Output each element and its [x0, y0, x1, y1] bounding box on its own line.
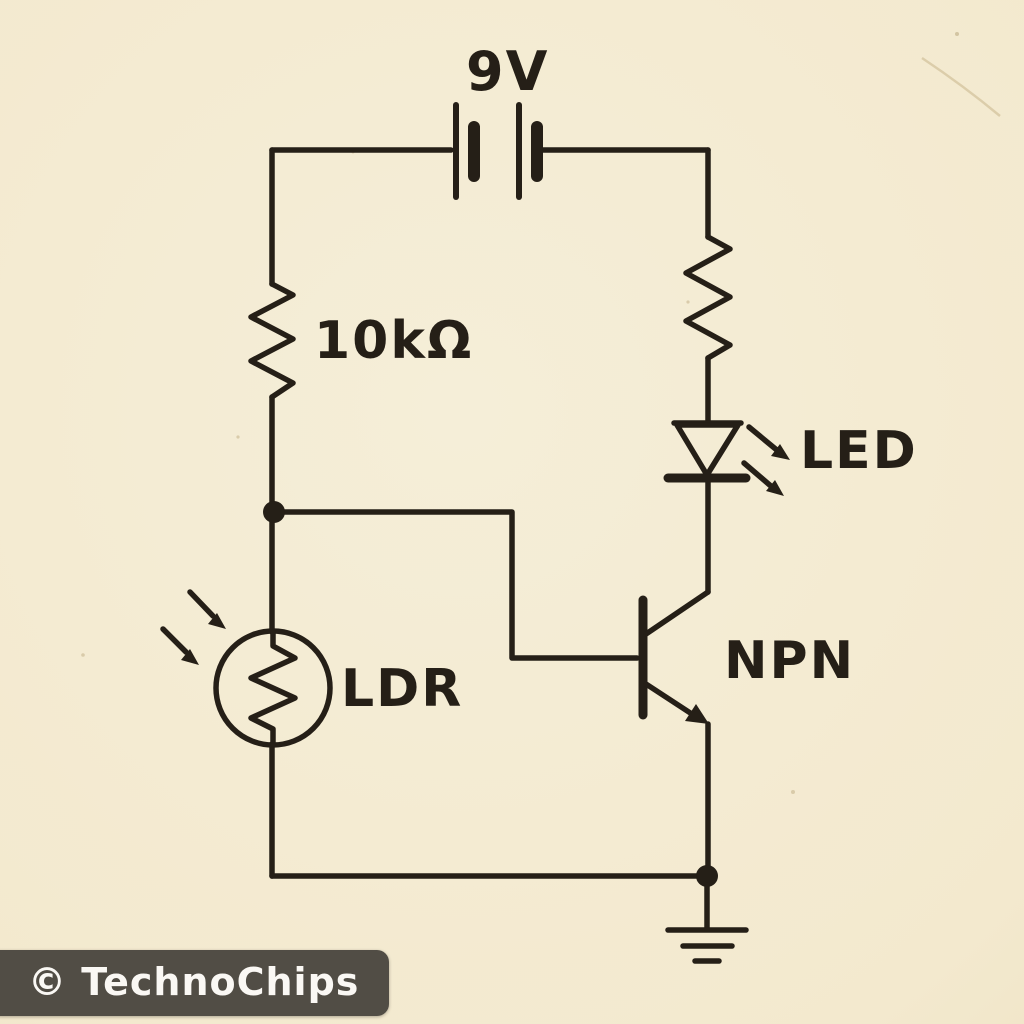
watermark-badge: © TechnoChips: [0, 950, 390, 1016]
base-resistor-zigzag: [248, 281, 296, 400]
ldr-light-arrow-1: [187, 589, 216, 619]
led-light-arrow-1: [746, 424, 781, 454]
ldr-zigzag: [248, 629, 298, 747]
wires: [263, 147, 718, 887]
transistor-label: NPN: [724, 631, 855, 691]
base-resistor-label: 10kΩ: [314, 311, 473, 371]
collector-resistor: [683, 234, 733, 361]
ldr-label: LDR: [341, 659, 463, 719]
junction-dot-bottom: [696, 865, 718, 887]
transistor-emitter-arrowhead: [685, 704, 709, 724]
base-resistor: 10kΩ: [248, 281, 473, 400]
battery-voltage-label: 9V: [466, 40, 549, 103]
led: LED: [663, 420, 918, 496]
led-light-arrowhead-1: [771, 444, 790, 460]
battery: 9V: [453, 40, 549, 200]
led-label: LED: [800, 421, 918, 481]
transistor: NPN: [638, 589, 855, 724]
wire-base-network: [271, 509, 640, 661]
ldr-light-arrow-2: [160, 626, 189, 655]
watermark-text: © TechnoChips: [28, 960, 360, 1004]
led-light-arrow-2: [741, 460, 775, 490]
led-light-arrowhead-2: [766, 480, 784, 496]
ldr: LDR: [160, 589, 463, 748]
transistor-emitter-lead: [643, 681, 701, 721]
led-triangle: [674, 422, 741, 478]
collector-resistor-zigzag: [683, 234, 733, 361]
ldr-light-arrowhead-2: [181, 649, 199, 665]
junction-dot-left: [263, 501, 285, 523]
ground: [665, 882, 749, 964]
ldr-light-arrowhead-1: [208, 613, 226, 629]
transistor-collector-lead: [643, 589, 711, 637]
